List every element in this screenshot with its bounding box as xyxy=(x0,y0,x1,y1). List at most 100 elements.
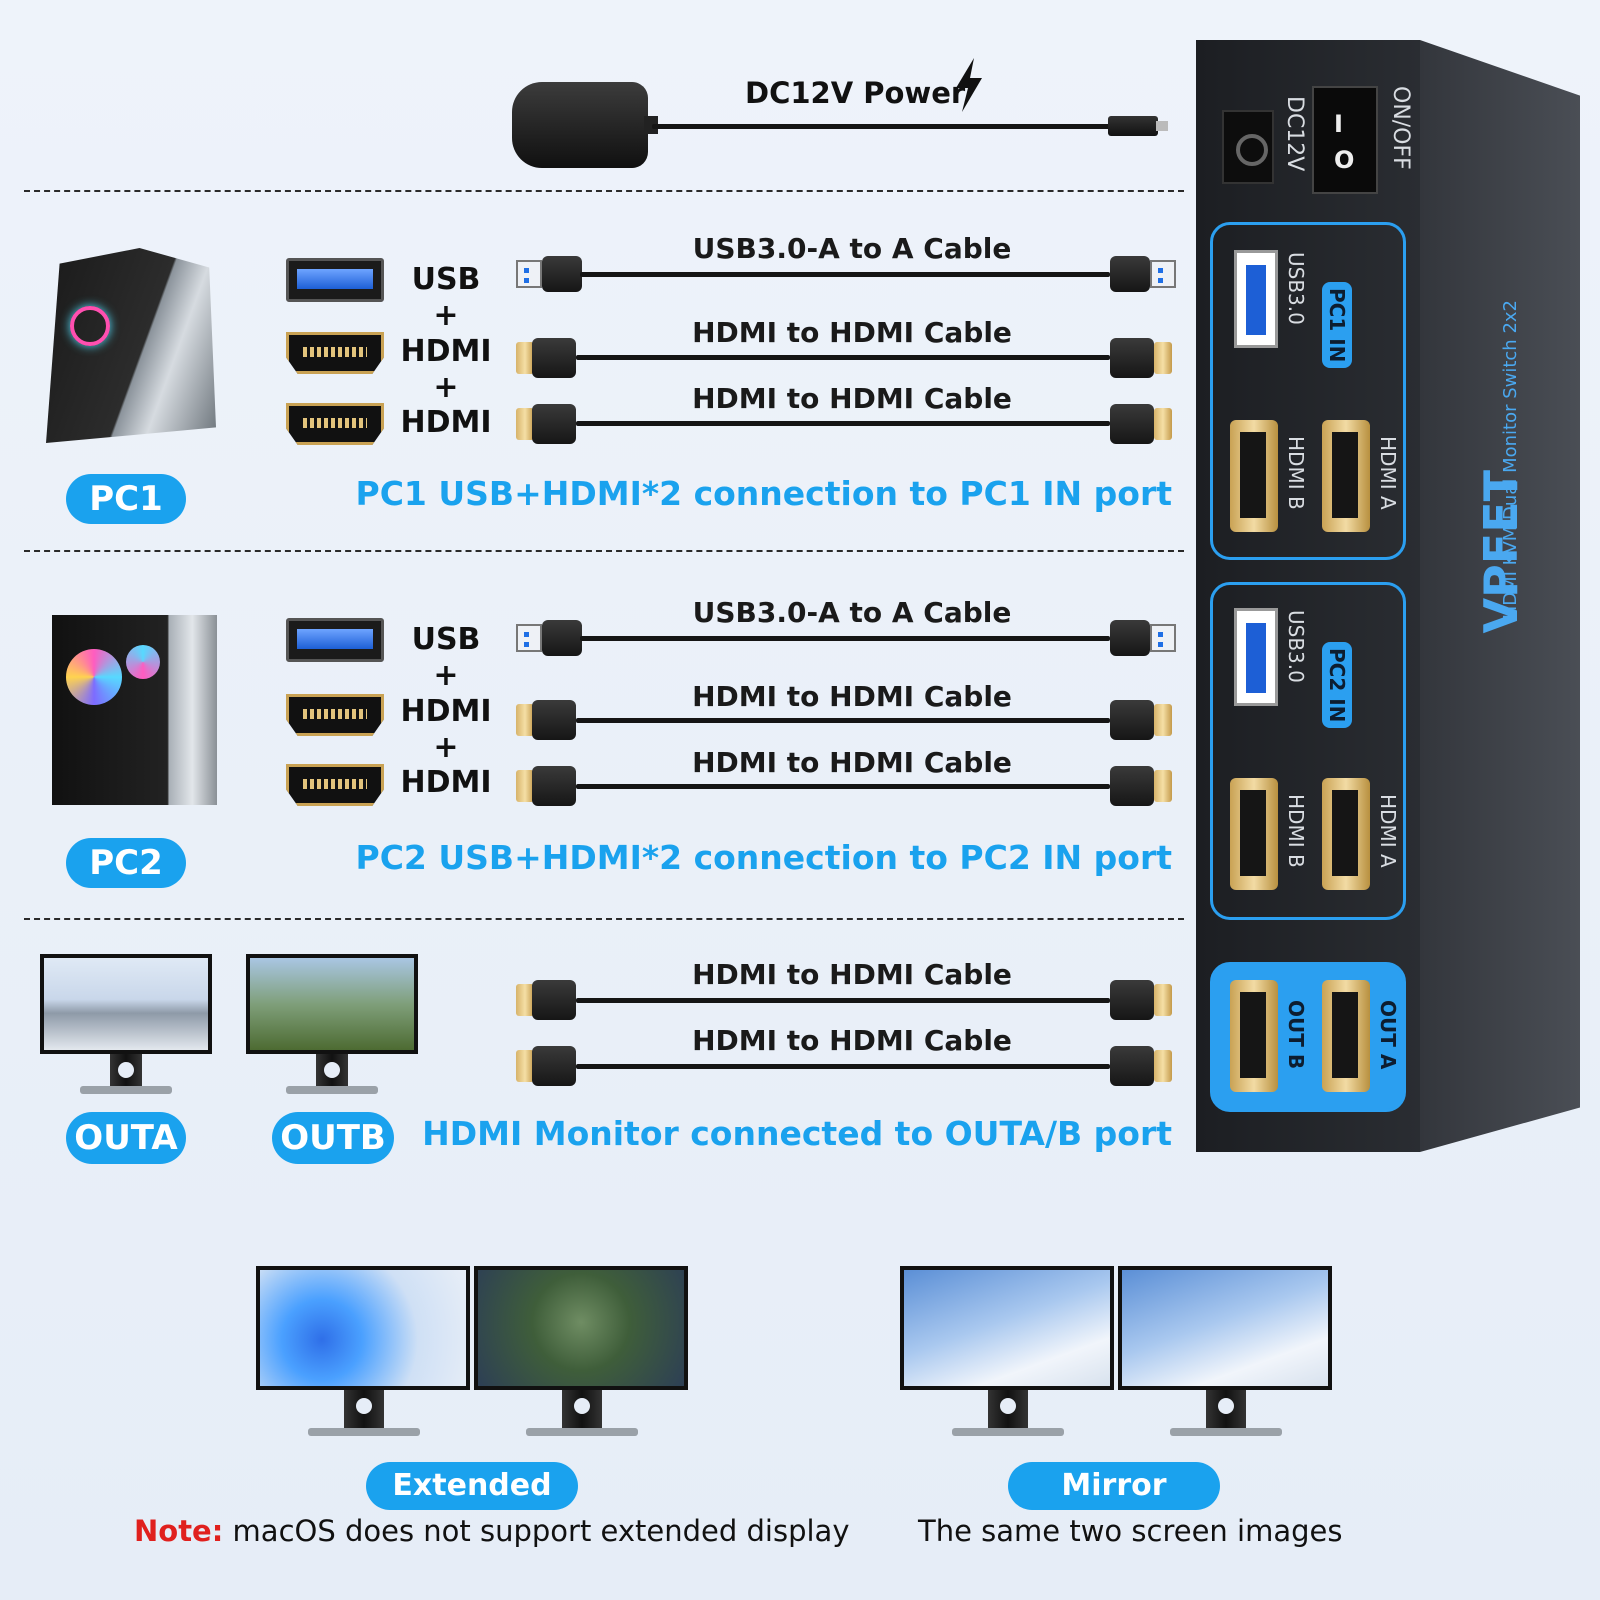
pc1-stack-hdmi: HDMI xyxy=(400,334,492,369)
hdmi-plug-body xyxy=(1110,766,1154,806)
hdmi-plug-icon xyxy=(516,770,534,802)
switch-side-panel xyxy=(1420,40,1580,1152)
cable-label: HDMI to HDMI Cable xyxy=(692,746,1012,779)
device-hdmi-port-icon xyxy=(1230,778,1278,890)
hdmi-plug-body xyxy=(1110,404,1154,444)
hdmi-plug-icon xyxy=(516,1050,534,1082)
pc1-stack-plus: + xyxy=(433,298,459,333)
mirror-badge: Mirror xyxy=(1008,1462,1220,1510)
pc2-stack-usb: USB xyxy=(411,622,481,657)
cable-label: HDMI to HDMI Cable xyxy=(692,958,1012,991)
pc2-in-panel xyxy=(1210,582,1406,920)
cable-label: USB3.0-A to A Cable xyxy=(692,596,1012,629)
monitor-b-image xyxy=(246,954,421,1094)
hdmi-cable xyxy=(576,718,1110,723)
device-hdmi-port-icon xyxy=(1322,980,1370,1092)
hdmi-plug-body xyxy=(532,1046,576,1086)
pc1-in-panel xyxy=(1210,222,1406,560)
out-b-label: OUT B xyxy=(1284,1000,1308,1070)
hdmi-a-label: HDMI A xyxy=(1376,436,1400,510)
hdmi-cable xyxy=(576,998,1110,1003)
usb-cable xyxy=(580,272,1110,277)
usb-port-label: USB3.0 xyxy=(1284,610,1308,683)
outputs-caption: HDMI Monitor connected to OUTA/B port xyxy=(422,1114,1172,1153)
extended-badge: Extended xyxy=(366,1462,578,1510)
hdmi-plug-body xyxy=(532,766,576,806)
hdmi-plug-icon xyxy=(516,984,534,1016)
pc2-stack-plus: + xyxy=(433,730,459,765)
usb-plug-icon xyxy=(1150,624,1176,652)
usb-plug-body xyxy=(542,256,582,292)
hdmi-plug-body xyxy=(532,700,576,740)
hdmi-cable xyxy=(576,1064,1110,1069)
hdmi-cable xyxy=(576,421,1110,426)
extended-monitor-left-image xyxy=(256,1266,470,1442)
device-usb-port-icon xyxy=(1234,608,1278,706)
usb-plug-icon xyxy=(1150,260,1176,288)
device-hdmi-port-icon xyxy=(1230,420,1278,532)
onoff-label: ON/OFF xyxy=(1388,86,1413,170)
switch-off-mark: O xyxy=(1334,146,1355,174)
outb-badge: OUTB xyxy=(272,1112,394,1164)
mirror-monitor-left-image xyxy=(900,1266,1114,1442)
divider xyxy=(24,550,1184,552)
hdmi-plug-body xyxy=(532,338,576,378)
out-a-label: OUT A xyxy=(1376,1000,1400,1070)
pc2-tower-image xyxy=(52,615,217,805)
usb-plug-body xyxy=(542,620,582,656)
hdmi-cable xyxy=(576,784,1110,789)
pc2-in-tag: PC2 IN xyxy=(1322,642,1352,729)
pc2-stack-hdmi: HDMI xyxy=(400,694,492,729)
device-usb-port-icon xyxy=(1234,250,1278,348)
pc1-stack-usb: USB xyxy=(411,262,481,297)
monitor-a-image xyxy=(40,954,215,1094)
power-cable xyxy=(652,124,1112,129)
usb-cable xyxy=(580,636,1110,641)
usb-plug-body xyxy=(1110,256,1150,292)
cable-label: USB3.0-A to A Cable xyxy=(692,232,1012,265)
hdmi-plug-icon xyxy=(516,342,534,374)
usb-plug-icon xyxy=(516,624,542,652)
switch-on-mark: I xyxy=(1334,110,1343,138)
hdmi-plug-icon xyxy=(1154,770,1172,802)
power-adapter xyxy=(512,82,658,168)
pc1-stack-hdmi: HDMI xyxy=(400,405,492,440)
extended-note: Note: macOS does not support extended di… xyxy=(134,1514,850,1548)
cable-label: HDMI to HDMI Cable xyxy=(692,1024,1012,1057)
hdmi-port-icon xyxy=(286,694,384,736)
note-prefix: Note: xyxy=(134,1514,224,1548)
pc1-caption: PC1 USB+HDMI*2 connection to PC1 IN port xyxy=(355,474,1172,513)
hdmi-plug-body xyxy=(1110,1046,1154,1086)
hdmi-plug-body xyxy=(532,404,576,444)
hdmi-plug-icon xyxy=(1154,984,1172,1016)
pc1-tower-image xyxy=(46,248,216,443)
hdmi-b-label: HDMI B xyxy=(1284,794,1308,868)
usb-port-icon xyxy=(286,258,384,302)
divider xyxy=(24,190,1184,192)
usb-port-label: USB3.0 xyxy=(1284,252,1308,325)
hdmi-plug-icon xyxy=(1154,408,1172,440)
hdmi-b-label: HDMI B xyxy=(1284,436,1308,510)
power-switch: I O xyxy=(1312,86,1378,194)
hdmi-port-icon xyxy=(286,403,384,445)
hdmi-plug-icon xyxy=(1154,342,1172,374)
device-hdmi-port-icon xyxy=(1322,420,1370,532)
cable-label: HDMI to HDMI Cable xyxy=(692,382,1012,415)
cable-label: HDMI to HDMI Cable xyxy=(692,680,1012,713)
mirror-note: The same two screen images xyxy=(918,1514,1343,1548)
cable-label: HDMI to HDMI Cable xyxy=(692,316,1012,349)
device-model-label: HDMI KVM Dual Monitor Switch 2x2 xyxy=(1500,300,1521,620)
hdmi-port-icon xyxy=(286,764,384,806)
hdmi-cable xyxy=(576,355,1110,360)
usb-plug-body xyxy=(1110,620,1150,656)
lightning-icon xyxy=(956,58,982,112)
dc-label: DC12V xyxy=(1282,96,1307,172)
hdmi-port-icon xyxy=(286,332,384,374)
extended-monitor-right-image xyxy=(474,1266,688,1442)
pc1-in-tag: PC1 IN xyxy=(1322,282,1352,369)
pc2-badge: PC2 xyxy=(66,838,186,888)
dc-plug xyxy=(1108,116,1168,136)
divider xyxy=(24,918,1184,920)
hdmi-plug-body xyxy=(1110,980,1154,1020)
hdmi-plug-body xyxy=(1110,338,1154,378)
